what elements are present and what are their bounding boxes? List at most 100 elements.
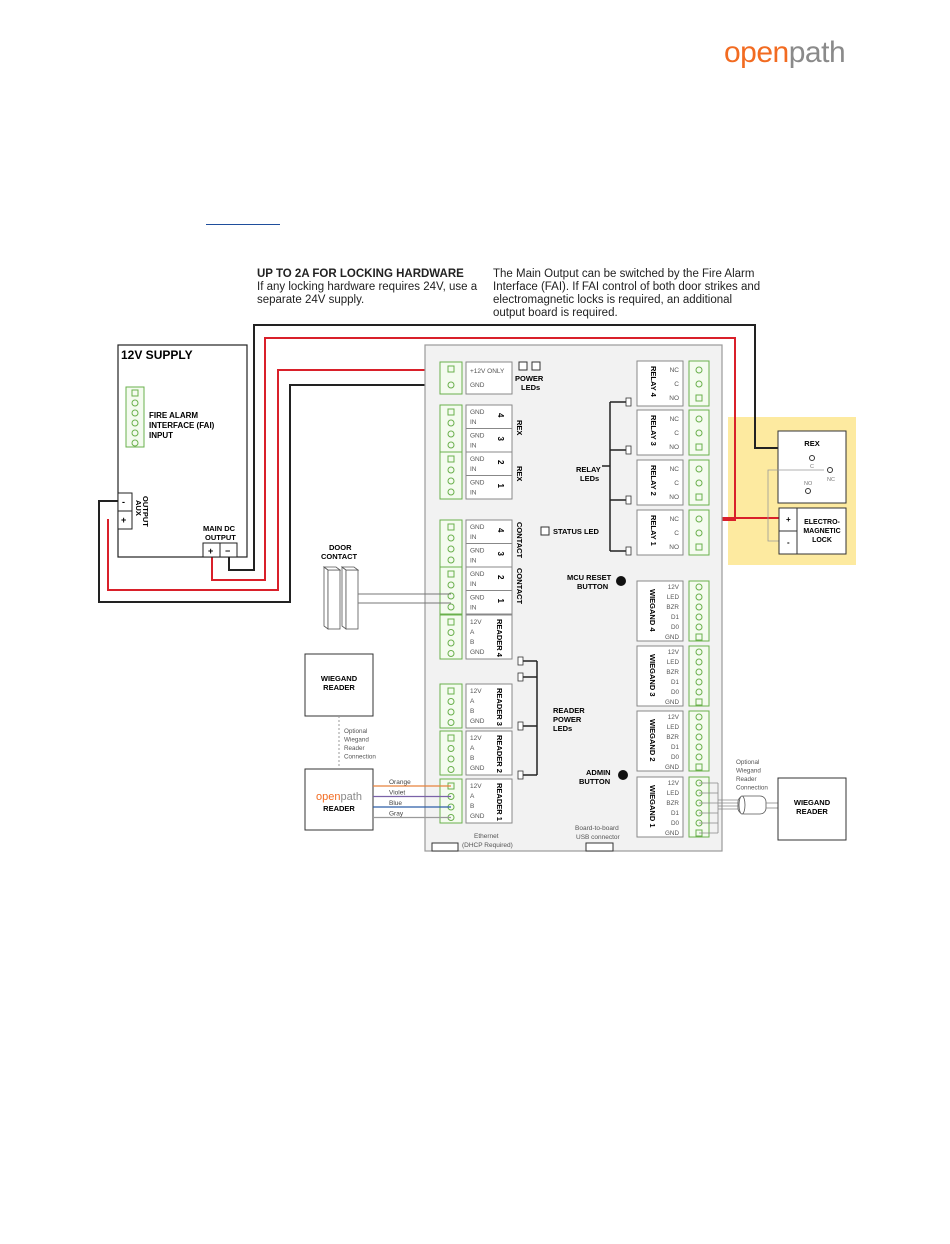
- reader-power-label-3: LEDs: [553, 724, 572, 733]
- fai-note-line2: Interface (FAI). If FAI control of both …: [493, 281, 761, 293]
- contact-label-upper: CONTACT: [515, 522, 524, 559]
- optional-connection-text: Wiegand: [344, 737, 369, 744]
- terminal-pin-square: [695, 633, 703, 641]
- terminal-strip: [688, 509, 710, 556]
- terminal-strip: [439, 519, 463, 568]
- pin-label-in: IN: [470, 558, 477, 565]
- reader-pin-label: 12V: [470, 735, 482, 742]
- relay-pin-label: NO: [669, 494, 679, 501]
- usb-port[interactable]: [585, 842, 614, 852]
- reader-pin-label: 12V: [470, 688, 482, 695]
- relay-label: RELAY 2: [649, 465, 658, 496]
- ethernet-label-1: Ethernet: [474, 833, 499, 840]
- reader-pin-label: GND: [470, 649, 485, 656]
- optional-connection-text: Connection: [344, 754, 376, 761]
- terminal-pin: [695, 583, 703, 591]
- channel-number: 4: [496, 528, 505, 533]
- wiegand-pin-label: BZR: [666, 800, 679, 807]
- aux-label-2: OUTPUT: [141, 496, 150, 527]
- wiegand-reader-right-label-2: READER: [796, 807, 828, 816]
- reader-pin-label: B: [470, 639, 474, 646]
- wiegand-label-box: [636, 580, 684, 642]
- terminal-pin-square: [447, 455, 455, 463]
- pin-label-gnd: GND: [470, 409, 485, 416]
- relay-pin-label: NO: [669, 444, 679, 451]
- rex-device-title: REX: [804, 439, 819, 448]
- fai-note-line1: The Main Output can be switched by the F…: [493, 268, 755, 280]
- wiegand-pin-label: BZR: [666, 669, 679, 676]
- wiegand-reader-left-label-1: WIEGAND: [321, 674, 358, 683]
- wiegand-pin-label: GND: [665, 764, 679, 771]
- ethernet-label-2: (DHCP Required): [462, 842, 513, 849]
- terminal-pin: [447, 603, 455, 611]
- relay-pin-label: NC: [670, 416, 680, 423]
- terminal-pin-square: [447, 408, 455, 416]
- wiegand-port-label: WIEGAND 1: [648, 785, 657, 828]
- relay-label-box: [636, 459, 684, 506]
- terminal-strip: [439, 404, 463, 453]
- wire-red-aux-to-power: [107, 369, 452, 591]
- rex-label-upper: REX: [515, 420, 524, 435]
- reader-pin-label: B: [470, 708, 474, 715]
- terminal-pin: [695, 465, 703, 473]
- wire-label-violet: Violet: [389, 790, 405, 797]
- supply-box: [117, 344, 248, 558]
- wire-label-blue: Blue: [389, 800, 402, 807]
- terminal-strip: [439, 614, 463, 660]
- admin-label-2: BUTTON: [579, 777, 610, 786]
- fai-label-1: FIRE ALARM: [149, 411, 198, 420]
- terminal-pin: [131, 399, 139, 407]
- terminal-pin: [447, 430, 455, 438]
- admin-label-1: ADMIN: [586, 768, 611, 777]
- relay-pin-label: NC: [670, 516, 680, 523]
- terminal-pin: [447, 466, 455, 474]
- relay-pin-label: NC: [670, 367, 680, 374]
- pin-label-gnd: GND: [470, 524, 485, 531]
- ethernet-port[interactable]: [431, 842, 459, 852]
- wiegand-pin-label: GND: [665, 699, 679, 706]
- maglock-label-3: LOCK: [812, 537, 832, 544]
- optional-connection-text: Wiegand: [736, 768, 761, 775]
- left-terminal-blocks: GNDIN4GNDIN3GNDIN2GNDIN1GNDIN4GNDIN3GNDI…: [439, 404, 513, 824]
- wiegand-port-label: WIEGAND 2: [648, 719, 657, 762]
- reader-pin-label: A: [470, 698, 475, 705]
- wiegand-pin-label: LED: [667, 594, 680, 601]
- power-pin-12v: +12V ONLY: [470, 368, 505, 375]
- controller-board: +12V ONLY GND POWER LEDs GNDIN4GNDIN3GND…: [424, 344, 723, 852]
- terminal-pin: [695, 753, 703, 761]
- channel-number: 3: [496, 437, 505, 442]
- hyperlink-underline[interactable]: [206, 224, 280, 225]
- rex-terminal-nc: NC: [827, 477, 835, 483]
- terminal-pin: [695, 593, 703, 601]
- maglock-label-1: ELECTRO-: [804, 519, 840, 526]
- power-led-1: [518, 361, 528, 371]
- relay-pin-label: C: [674, 480, 679, 487]
- terminal-pin-square: [695, 543, 703, 551]
- optional-connection-text: Optional: [344, 728, 367, 735]
- wiegand-pin-label: BZR: [666, 734, 679, 741]
- pin-label-in: IN: [470, 581, 477, 588]
- openpath-reader-logo: openpath: [316, 791, 362, 803]
- terminal-pin: [447, 745, 455, 752]
- wire-label-orange: Orange: [389, 779, 411, 786]
- reader-port-label: READER 4: [495, 619, 504, 658]
- maglock-label-2: MAGNETIC: [803, 528, 840, 535]
- terminal-pin: [447, 629, 455, 636]
- terminal-strip: [688, 360, 710, 407]
- channel-number: 4: [496, 413, 505, 418]
- admin-button[interactable]: [618, 770, 628, 780]
- door-contact-label-2: CONTACT: [321, 552, 358, 561]
- mcu-reset-button[interactable]: [616, 576, 626, 586]
- rex-terminal-c: C: [810, 464, 814, 470]
- reader-pin-label: GND: [470, 813, 485, 820]
- terminal-pin: [447, 719, 455, 726]
- rex-device-box: [777, 430, 847, 504]
- relay-leds-bracket: [602, 401, 626, 552]
- door-contact: DOOR CONTACT: [321, 543, 451, 630]
